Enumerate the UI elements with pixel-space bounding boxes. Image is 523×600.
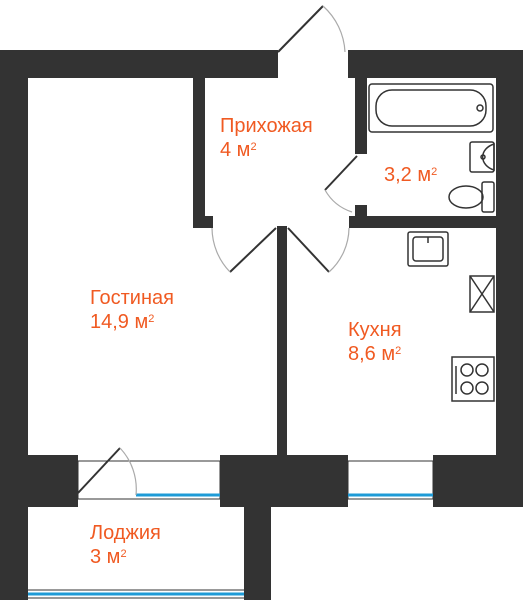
- wall-hallway-bottom-left: [193, 216, 213, 228]
- entrance-door: [277, 5, 346, 53]
- wall-bottom-right: [433, 455, 523, 507]
- washbasin-icon: [469, 141, 495, 173]
- hallway-label: Прихожая 4 м2: [220, 114, 313, 162]
- bathtub-icon: [368, 83, 494, 133]
- wall-bottom-mid: [220, 455, 348, 507]
- window-kitchen: [347, 460, 434, 500]
- wall-bath-bottom: [349, 216, 496, 228]
- living-room-area: 14,9 м2: [90, 311, 155, 333]
- wall-bottom-left: [0, 455, 78, 507]
- wall-living-kitchen: [277, 226, 287, 460]
- walls: [0, 50, 523, 600]
- kitchen-area: 8,6 м2: [348, 343, 402, 365]
- window-loggia: [28, 589, 244, 599]
- loggia-area: 3 м2: [90, 546, 127, 568]
- doors: [77, 5, 358, 496]
- wall-left: [0, 50, 28, 600]
- bathroom-label: 3,2 м2: [384, 163, 437, 187]
- ventilation-shaft-icon: [469, 275, 495, 313]
- balcony-door: [77, 447, 137, 496]
- kitchen-name: Кухня: [348, 319, 402, 341]
- kitchen-label: Кухня 8,6 м2: [348, 318, 402, 366]
- loggia-name: Лоджия: [90, 522, 161, 544]
- wall-top-left: [0, 50, 278, 78]
- kitchen-door: [287, 227, 350, 273]
- hallway-area: 4 м2: [220, 139, 257, 161]
- window-living: [77, 460, 221, 500]
- stove-icon: [451, 356, 495, 402]
- wall-bath-left-upper: [355, 78, 367, 154]
- toilet-icon: [448, 181, 495, 213]
- bathroom-door: [324, 155, 358, 213]
- kitchen-sink-icon: [407, 231, 449, 267]
- loggia-label: Лоджия 3 м2: [90, 521, 161, 569]
- bathroom-area: 3,2 м2: [384, 164, 438, 186]
- wall-hallway-left: [193, 78, 205, 228]
- living-room-label: Гостиная 14,9 м2: [90, 286, 174, 334]
- wall-right: [496, 50, 523, 460]
- living-room-door: [211, 227, 277, 273]
- living-room-name: Гостиная: [90, 287, 174, 309]
- hallway-name: Прихожая: [220, 115, 313, 137]
- wall-loggia-right: [244, 505, 271, 600]
- wall-top-right: [348, 50, 523, 78]
